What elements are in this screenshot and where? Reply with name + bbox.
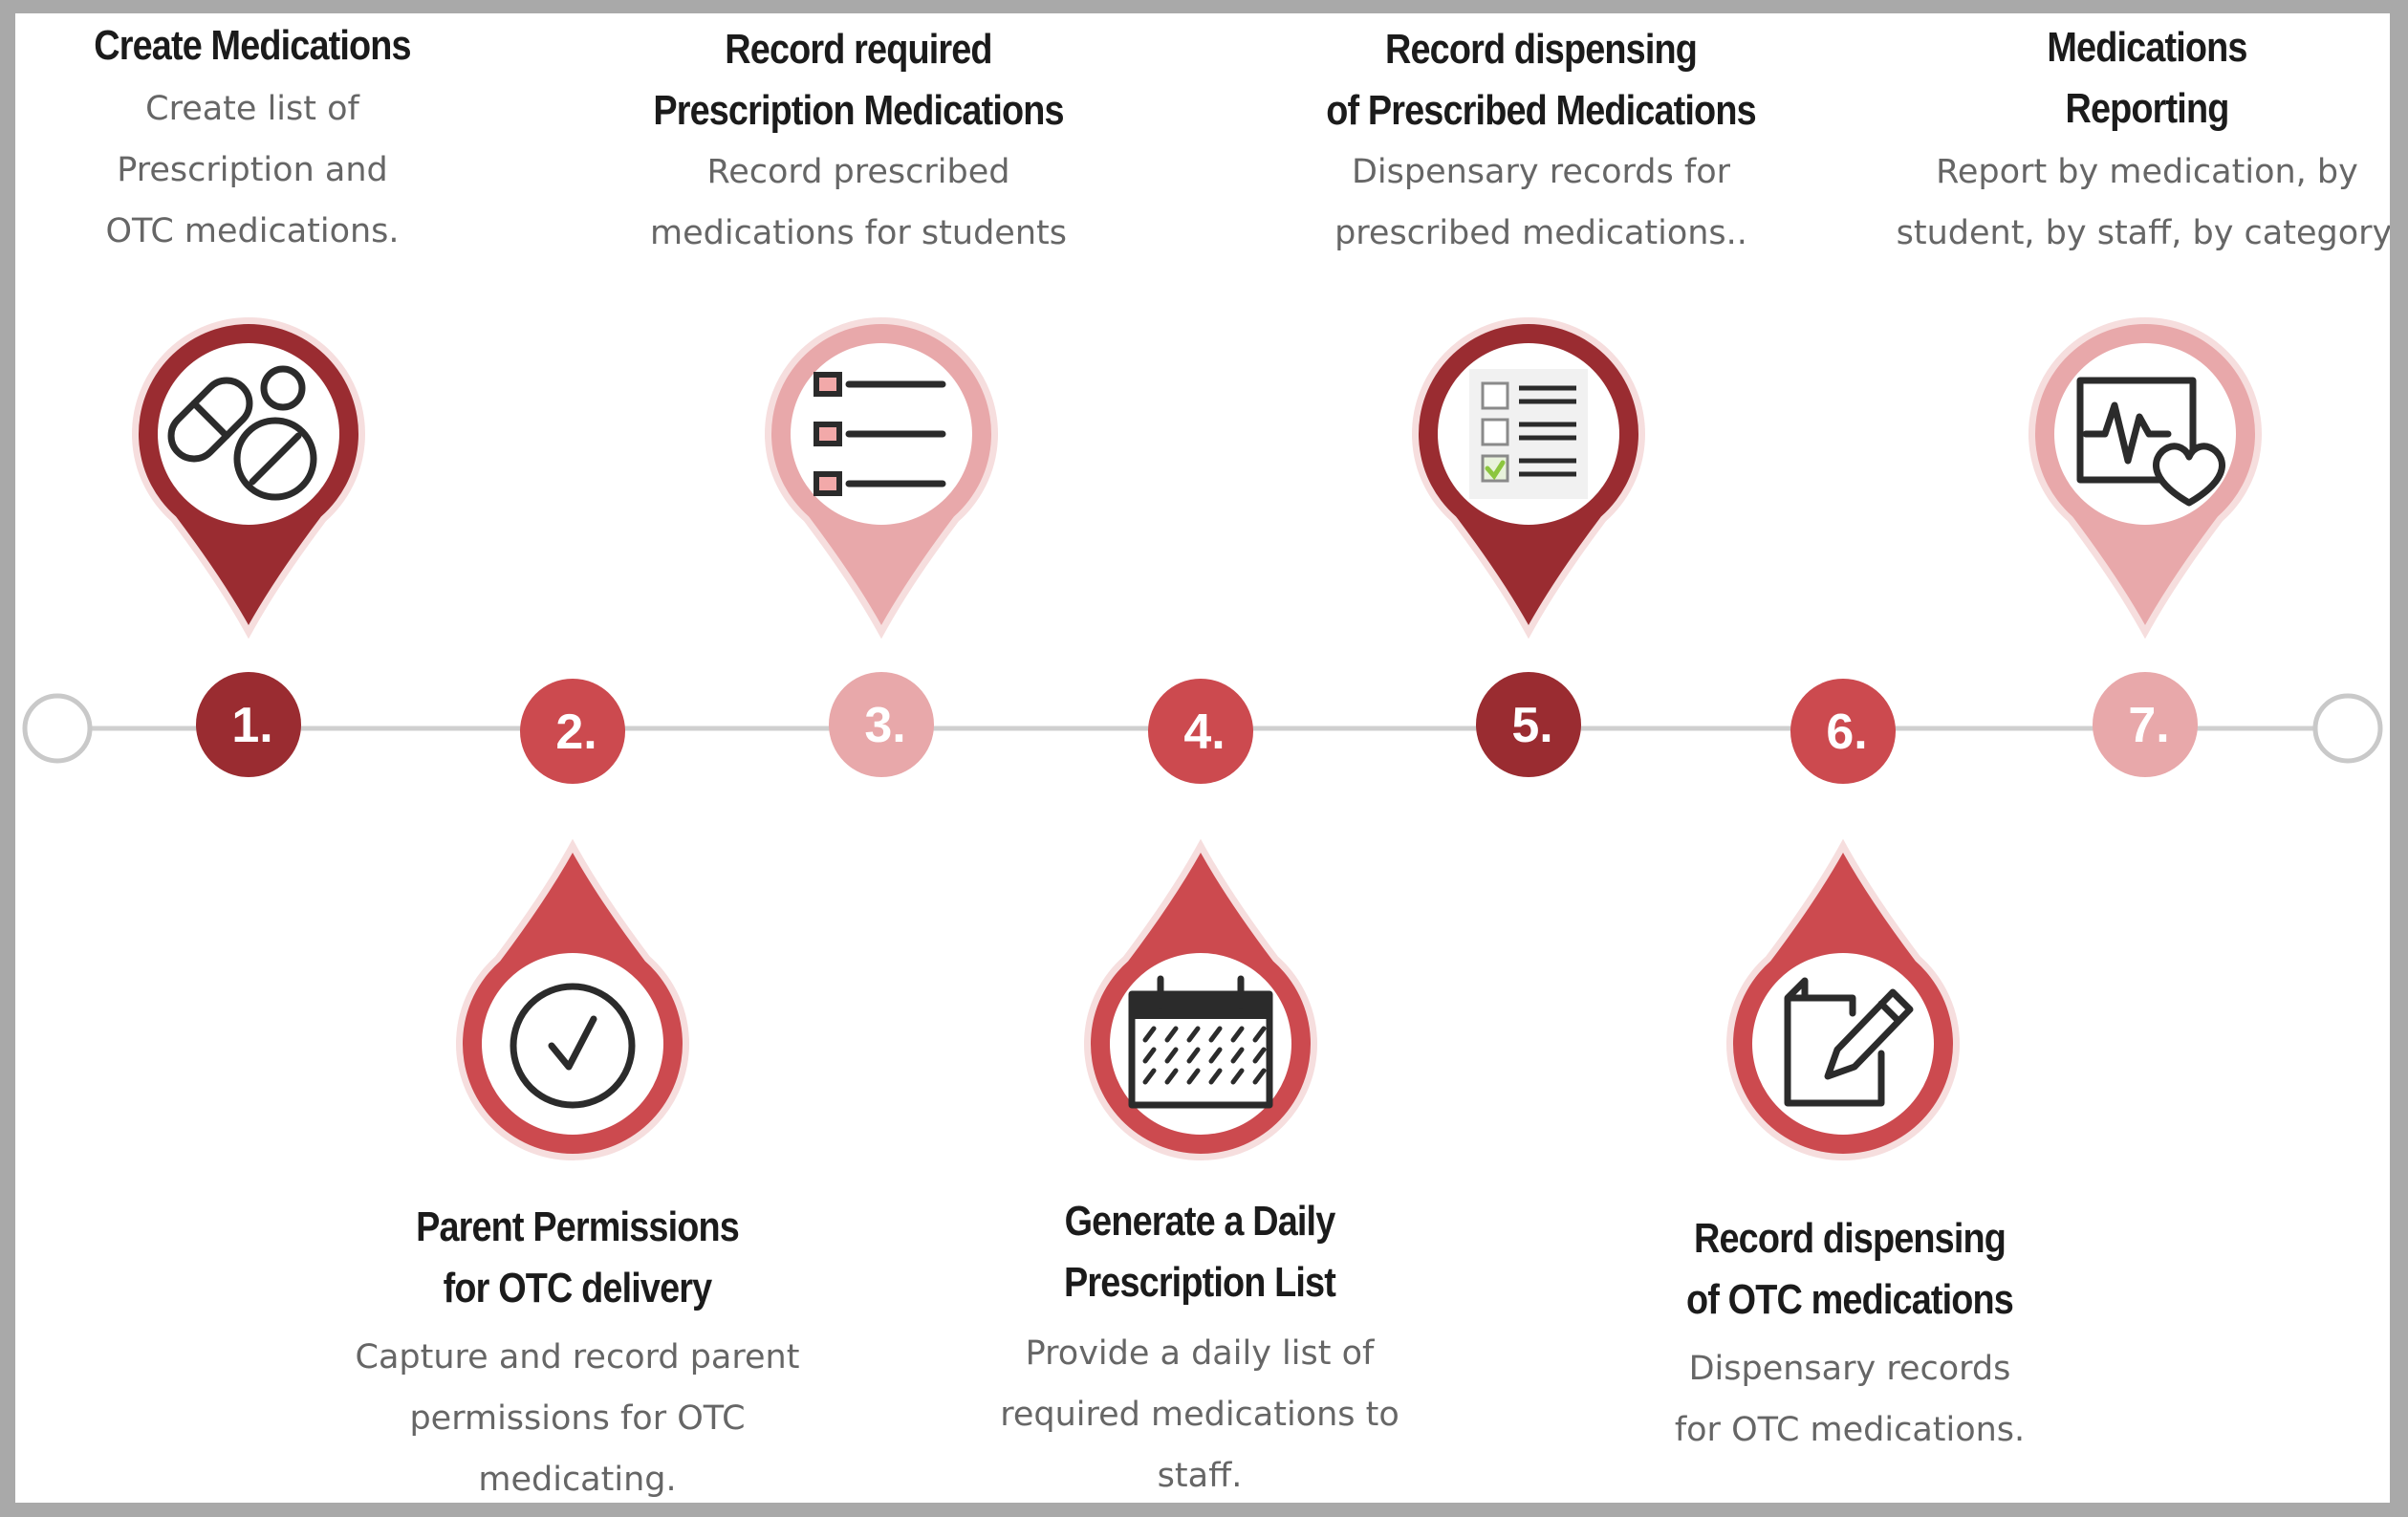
pills-icon	[167, 365, 317, 501]
step-2-pin	[456, 838, 689, 1160]
step-5-description: Dispensary records for prescribed medicat…	[1235, 141, 1847, 264]
step-5-title: Record dispensing of Prescribed Medicatio…	[1278, 19, 1804, 141]
step-4-pin	[1084, 838, 1317, 1160]
title-line: Generate a Daily	[1064, 1198, 1336, 1245]
step-1-pin	[132, 317, 365, 639]
step-7-pin	[2028, 317, 2262, 639]
step-2-description: Capture and record parent permissions for…	[271, 1327, 883, 1503]
step-6-number: 6.	[1826, 704, 1867, 760]
description-line: permissions for OTC	[409, 1399, 746, 1438]
step-2-title: Parent Permissions for OTC delivery	[315, 1197, 840, 1319]
step-7-number: 7.	[2128, 698, 2169, 753]
step-4-description: Provide a daily list of required medicati…	[894, 1323, 1506, 1503]
step-2-icon-circle	[482, 953, 663, 1135]
description-line: Capture and record parent	[355, 1338, 800, 1376]
step-2-node: 2.	[520, 679, 625, 784]
description-line: staff.	[1157, 1457, 1243, 1495]
description-line: required medications to	[1000, 1396, 1399, 1434]
title-line: Reporting	[2065, 85, 2230, 132]
title-line: Parent Permissions	[416, 1203, 740, 1250]
timeline-end-marker	[2312, 693, 2383, 764]
title-line: for OTC delivery	[443, 1265, 712, 1311]
description-line: OTC medications.	[105, 212, 400, 250]
step-2-number: 2.	[555, 704, 597, 760]
step-4-number: 4.	[1183, 704, 1225, 760]
step-5-number: 5.	[1511, 698, 1552, 753]
step-5-text: Record dispensing of Prescribed Medicatio…	[1235, 19, 1847, 264]
step-5-node: 5.	[1476, 672, 1581, 777]
title-line: of OTC medications	[1686, 1276, 2014, 1323]
timeline-graphic: 1. 2. 3. 4. 5. 6. 7.	[22, 317, 2383, 1160]
checklist-icon	[1469, 369, 1588, 499]
description-line: medicating.	[478, 1461, 677, 1499]
description-line: Dispensary records	[1688, 1350, 2011, 1388]
timeline-start-marker	[22, 693, 93, 764]
document-pencil-icon	[1784, 977, 1914, 1107]
step-5-pin	[1412, 317, 1645, 639]
description-line: Record prescribed	[706, 153, 1010, 191]
description-line: prescribed medications..	[1334, 214, 1747, 252]
step-6-title: Record dispensing of OTC medications	[1587, 1208, 2113, 1331]
step-3-pin	[765, 317, 998, 639]
step-1-title: Create Medications	[15, 15, 515, 76]
description-line: Prescription and	[117, 151, 388, 189]
description-line: Report by medication, by	[1936, 153, 2358, 191]
step-3-number: 3.	[864, 698, 905, 753]
step-6-node: 6.	[1790, 679, 1896, 784]
step-1-node: 1.	[196, 672, 301, 777]
step-7-node: 7.	[2093, 672, 2198, 777]
title-line: Record dispensing	[1693, 1215, 2007, 1262]
description-line: for OTC medications.	[1674, 1411, 2026, 1449]
description-line: Dispensary records for	[1351, 153, 1731, 191]
title-line: Prescription List	[1064, 1259, 1336, 1306]
description-line: Provide a daily list of	[1025, 1334, 1375, 1373]
title-line: Prescription Medications	[653, 87, 1064, 134]
title-line: Record dispensing	[1384, 26, 1698, 73]
calendar-icon	[1128, 975, 1273, 1109]
step-3-description: Record prescribed medications for student…	[553, 141, 1164, 264]
title-line: of Prescribed Medications	[1326, 87, 1756, 134]
step-4-node: 4.	[1148, 679, 1253, 784]
step-6-pin	[1726, 838, 1960, 1160]
checkmark-circle-icon	[510, 983, 636, 1109]
description-line: student, by staff, by category.	[1896, 214, 2390, 252]
title-line: Record required	[725, 26, 992, 73]
step-6-description: Dispensary records for OTC medications.	[1544, 1338, 2156, 1461]
list-icon	[814, 372, 946, 496]
description-line: medications for students	[650, 214, 1067, 252]
step-1-number: 1.	[231, 698, 272, 753]
step-3-node: 3.	[829, 672, 934, 777]
step-7-description: Report by medication, by student, by staf…	[1841, 141, 2390, 264]
description-line: Create list of	[145, 90, 359, 128]
heart-monitor-icon	[2076, 377, 2225, 507]
title-line: Medications	[2047, 24, 2247, 71]
title-line: Create Medications	[94, 22, 411, 69]
